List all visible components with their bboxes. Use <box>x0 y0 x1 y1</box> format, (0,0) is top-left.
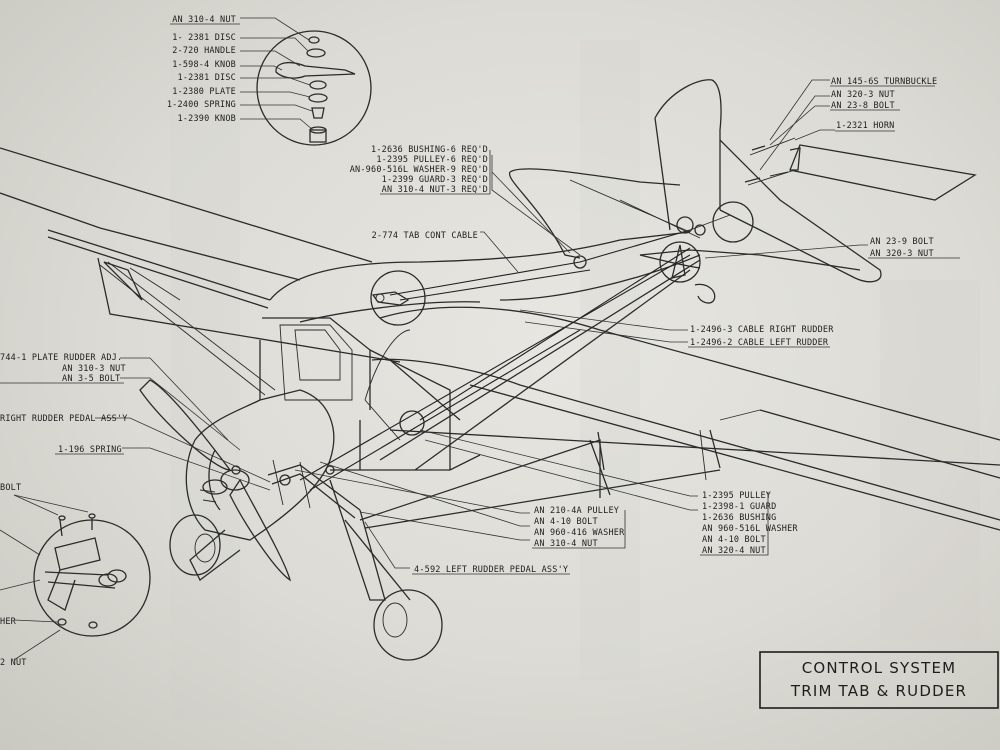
label-an310-3-nut: AN 310-3 NUT <box>62 364 126 374</box>
partial-detail-labels: BOLT HER 2 NUT <box>0 483 27 668</box>
fuselage <box>194 231 701 471</box>
right-struts <box>359 429 721 529</box>
label-horn: 1-2321 HORN <box>836 121 895 131</box>
label-an23-8-bolt: AN 23-8 BOLT <box>831 101 895 111</box>
right-wing <box>371 306 1000 531</box>
label-pulley-6: 1-2395 PULLEY-6 REQ'D <box>376 155 488 165</box>
pedal-detail <box>0 494 127 661</box>
label-guard-3: 1-2399 GUARD-3 REQ'D <box>382 175 488 185</box>
tab-hardware-labels: 1-2636 BUSHING-6 REQ'D 1-2395 PULLEY-6 R… <box>350 145 488 195</box>
label-an210-4a-pulley: AN 210-4A PULLEY <box>534 506 619 516</box>
tail-bellcrank <box>671 244 716 304</box>
leader-lines <box>95 17 868 569</box>
label-spring: 1-196 SPRING <box>58 445 122 455</box>
rudder-cable-labels: 1-2496-3 CABLE RIGHT RUDDER 1-2496-2 CAB… <box>690 325 834 348</box>
label-nut-3: AN 310-4 NUT-3 REQ'D <box>382 185 488 195</box>
top-detail-labels: AN 310-4 NUT 1- 2381 DISC 2-720 HANDLE 1… <box>167 15 236 124</box>
label-an23-9-bolt: AN 23-9 BOLT <box>870 237 934 247</box>
title-block: CONTROL SYSTEM TRIM TAB & RUDDER <box>759 651 999 709</box>
label-guard-br: 1-2398-1 GUARD <box>702 502 776 512</box>
label-handle: 2-720 HANDLE <box>172 46 236 56</box>
left-wing <box>0 147 373 309</box>
left-plate-labels: 744-1 PLATE RUDDER ADJ. AN 310-3 NUT AN … <box>0 353 126 384</box>
bleed-through-text <box>170 20 980 720</box>
label-plate: 1-2380 PLATE <box>172 87 236 97</box>
label-knob-2: 1-2390 KNOB <box>178 114 237 124</box>
tail-bolt-labels: AN 23-9 BOLT AN 320-3 NUT <box>870 237 934 259</box>
label-plate-rudder-adj: 744-1 PLATE RUDDER ADJ. <box>0 353 122 363</box>
label-disc-2: 1-2381 DISC <box>178 73 237 83</box>
horn-detail <box>744 137 977 201</box>
label-spring-top: 1-2400 SPRING <box>167 100 236 110</box>
title-line-1: CONTROL SYSTEM <box>802 659 957 677</box>
trim-handle-detail <box>371 291 410 306</box>
label-nut-partial: 2 NUT <box>0 658 27 668</box>
label-bushing-br: 1-2636 BUSHING <box>702 513 776 523</box>
label-an4-10-bolt-1: AN 4-10 BOLT <box>534 517 598 527</box>
label-bolt-br: AN 4-10 BOLT <box>702 535 766 545</box>
label-knob-1: 1-598-4 KNOB <box>172 60 236 70</box>
label-right-rudder-pedal: RIGHT RUDDER PEDAL ASS'Y <box>0 414 128 424</box>
label-pulley-br: 1-2395 PULLEY <box>702 491 771 501</box>
label-bushing-6: 1-2636 BUSHING-6 REQ'D <box>371 145 488 155</box>
bottom-right-labels: 1-2395 PULLEY 1-2398-1 GUARD 1-2636 BUSH… <box>702 491 798 556</box>
label-an310-4-nut-bottom: AN 310-4 NUT <box>534 539 598 549</box>
label-an3-5-bolt: AN 3-5 BOLT <box>62 374 121 384</box>
label-an960-416-washer: AN 960-416 WASHER <box>534 528 625 538</box>
label-an320-3-nut-top: AN 320-3 NUT <box>831 90 895 100</box>
label-washer-br: AN 960-516L WASHER <box>702 524 798 534</box>
label-left-rudder-pedal: 4-592 LEFT RUDDER PEDAL ASS'Y <box>414 565 568 575</box>
tail-assembly <box>508 79 882 283</box>
label-tab-cable: 2-774 TAB CONT CABLE <box>372 231 478 241</box>
label-an320-3-nut-tail: AN 320-3 NUT <box>870 249 934 259</box>
label-cable-left-rudder: 1-2496-2 CABLE LEFT RUDDER <box>690 338 829 348</box>
tail-top-labels: AN 145-6S TURNBUCKLE AN 320-3 NUT AN 23-… <box>831 77 937 131</box>
control-cables <box>299 214 731 491</box>
bottom-pulley-labels: AN 210-4A PULLEY AN 4-10 BOLT AN 960-416… <box>534 506 625 549</box>
rudder-pedals <box>231 459 361 519</box>
label-disc-1: 1- 2381 DISC <box>172 33 236 43</box>
title-line-2: TRIM TAB & RUDDER <box>790 682 967 700</box>
landing-gear <box>169 479 443 661</box>
label-turnbuckle: AN 145-6S TURNBUCKLE <box>831 77 937 87</box>
wing-struts <box>97 257 401 396</box>
label-nut-br: AN 320-4 NUT <box>702 546 766 556</box>
label-washer-9: AN-960-516L WASHER-9 REQ'D <box>350 165 488 175</box>
label-bolt-partial: BOLT <box>0 483 21 493</box>
propeller <box>139 379 292 582</box>
label-washer-partial: HER <box>0 617 17 627</box>
label-underlines <box>0 23 960 575</box>
detail-circles <box>33 30 754 637</box>
label-an310-4-nut: AN 310-4 NUT <box>172 15 236 25</box>
label-cable-right-rudder: 1-2496-3 CABLE RIGHT RUDDER <box>690 325 834 335</box>
trim-knob-parts <box>275 36 356 143</box>
